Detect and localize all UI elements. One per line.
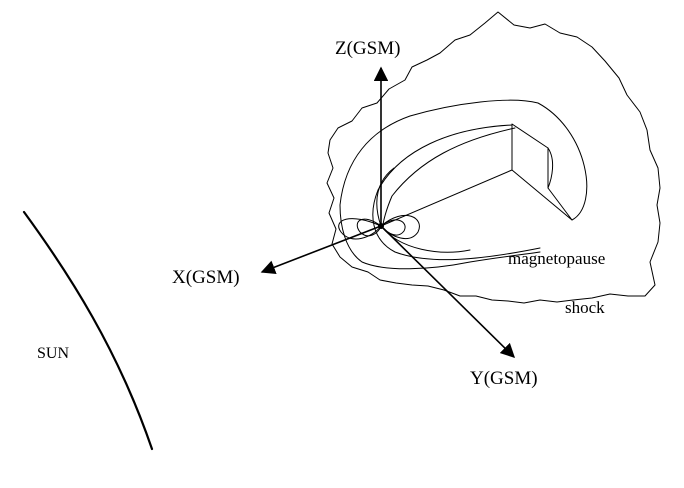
field-loop-right (380, 215, 420, 240)
sun-label: SUN (37, 345, 69, 362)
tail-cut-curve (547, 147, 554, 189)
x-axis-extension (380, 169, 513, 227)
y-axis-arrow (380, 225, 516, 359)
tail-cut-face (511, 123, 573, 221)
field-loop-right-inner (380, 219, 406, 236)
magnetopause-label: magnetopause (508, 249, 605, 268)
bow-shock-outline (326, 11, 661, 304)
field-loop-top (376, 167, 395, 227)
y-axis-label: Y(GSM) (470, 368, 538, 389)
x-axis-arrow (260, 225, 382, 275)
x-axis-label: X(GSM) (172, 267, 240, 288)
magnetopause-outer (339, 99, 588, 270)
magnetopause-inner-2 (382, 127, 516, 227)
magnetopause-inner (372, 124, 541, 261)
z-axis-label: Z(GSM) (335, 38, 400, 59)
field-loop-left-inner (356, 218, 382, 237)
shock-label: shock (565, 298, 605, 317)
sun-limb (22, 210, 154, 451)
